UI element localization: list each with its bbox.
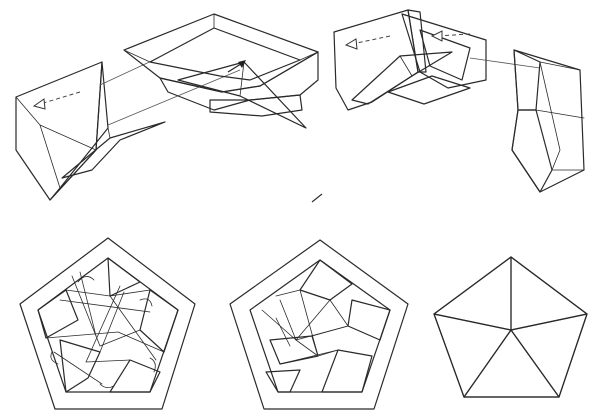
- face-white-3: [434, 314, 511, 397]
- face-white-2: [511, 314, 587, 397]
- green-panel-window: [420, 30, 470, 80]
- green-patch: [108, 258, 140, 296]
- face-green-1: [511, 257, 587, 330]
- step-c-pentagon: [20, 238, 195, 409]
- step-e-pentagon: [434, 257, 587, 397]
- tall-unit-flap: [512, 110, 552, 192]
- tray-inner: [150, 28, 300, 80]
- left-pocket-unit: [16, 62, 102, 200]
- pentagon-outline: [20, 238, 195, 409]
- tray-bottom-flap: [210, 95, 302, 116]
- left-pocket-flap: [50, 62, 108, 200]
- green-patch: [300, 260, 352, 300]
- step-d-pentagon: [230, 240, 408, 409]
- tall-grey-unit: [512, 50, 584, 192]
- step-a-assembly: [16, 14, 318, 200]
- arrow-dashed-left: [40, 92, 80, 104]
- pentagon-outline: [230, 240, 408, 409]
- green-tray-unit: [124, 14, 318, 92]
- arrow-head-solid-icon: [238, 60, 246, 68]
- face-white-1: [434, 257, 511, 330]
- stray-mark: [312, 194, 322, 202]
- arrow-head-open-icon: [34, 99, 45, 109]
- step-b-assembly: [334, 10, 584, 192]
- face-green-2: [464, 330, 559, 397]
- spike-flap-b2: [388, 76, 470, 104]
- pentagon-inner: [38, 258, 178, 392]
- arrow-head-open-icon: [346, 39, 357, 49]
- arrow-head-open-icon: [432, 31, 442, 41]
